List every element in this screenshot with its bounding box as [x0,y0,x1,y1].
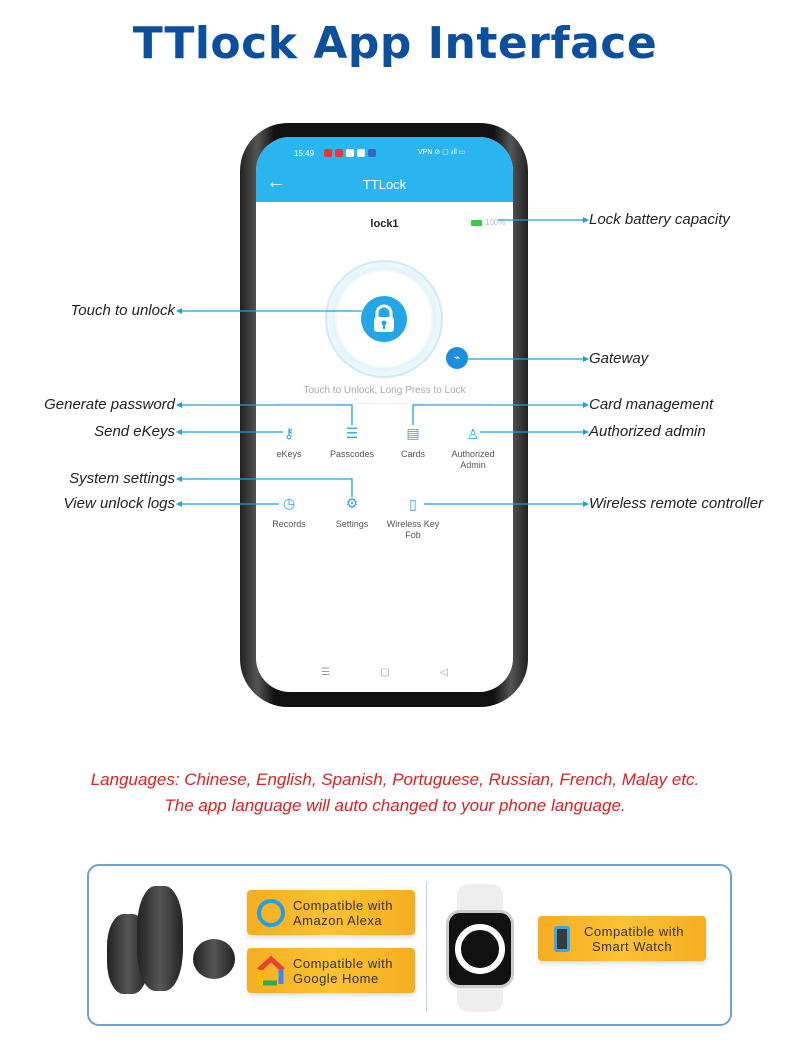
gear-icon: ⚙ [345,495,359,511]
badge-line: Smart Watch [592,938,673,954]
menu-wireless-key-fob[interactable]: ▯ Wireless Key Fob [381,495,445,541]
item-label: Settings [335,519,369,529]
menu-settings[interactable]: ⚙ Settings [320,495,384,529]
google-home-icon [257,955,285,986]
passcode-list-icon: ☰ [345,425,359,441]
label-ekeys: Send eKeys [94,423,175,440]
lock-name: lock1 [370,218,399,230]
history-icon: ◷ [282,495,296,511]
badge-line: Compatible with [584,923,684,939]
label-settings: System settings [69,470,175,487]
label-battery: Lock battery capacity [589,211,730,228]
label-unlock: Touch to unlock [70,302,175,319]
line-card [412,404,584,425]
android-nav-bar: ☰ ▢ ◁ [256,667,513,678]
status-right: VPN ⊘ ▢ ᵢıll ▭ [418,149,466,156]
menu-cards[interactable]: ▤ Cards [381,425,445,459]
key-icon: ⚷ [283,425,295,441]
alexa-icon [257,898,285,927]
callout-lines [176,217,589,507]
badge-line: Compatible with [293,897,393,913]
label-admin: Authorized admin [589,423,706,440]
menu-passcodes[interactable]: ☰ Passcodes [320,425,384,459]
padlock-icon[interactable] [361,296,407,342]
unlock-ring[interactable] [325,260,443,378]
unlock-hint: Touch to Unlock, Long Press to Lock [303,385,466,396]
menu-authorized-admin[interactable]: ♙ Authorized Admin [441,425,505,471]
app-header: 15:49 VPN ⊘ ▢ ᵢıll ▭ ← TTLock [256,137,513,202]
smartwatch-image [446,910,514,988]
label-remote: Wireless remote controller [589,495,764,512]
card-icon: ▤ [406,425,420,441]
phone-screen: 15:49 VPN ⊘ ▢ ᵢıll ▭ ← TTLock lock1 100%… [256,137,513,692]
item-label: Records [272,519,306,529]
item-label: Authorized Admin [451,449,495,470]
label-logs: View unlock logs [63,495,175,512]
app-title: TTLock [362,177,407,192]
menu-icon[interactable]: ☰ [321,667,331,678]
menu-ekeys[interactable]: ⚷ eKeys [257,425,321,459]
home-icon[interactable]: ▢ [380,667,390,678]
admin-user-icon: ♙ [466,426,480,442]
page-title: TTlock App Interface [132,18,658,69]
speaker-image [193,939,235,979]
label-card: Card management [589,396,714,413]
smartwatch-icon [554,925,570,952]
languages-note: Languages: Chinese, English, Spanish, Po… [0,767,790,819]
battery-percent: 100% [485,218,506,227]
notification-icons [324,149,376,157]
languages-line-2: The app language will auto changed to yo… [164,796,626,815]
back-icon[interactable]: ◁ [440,667,448,678]
back-arrow-icon[interactable]: ← [266,171,286,193]
label-gateway: Gateway [589,350,649,367]
menu-records[interactable]: ◷ Records [257,495,321,529]
item-label: Cards [400,449,425,459]
status-time: 15:49 [294,149,315,158]
label-password: Generate password [44,396,175,413]
item-label: Wireless Key Fob [386,519,440,540]
badge-line: Compatible with [293,955,393,971]
divider [426,882,427,1012]
battery-icon [471,220,482,226]
item-label: Passcodes [329,449,375,459]
languages-line-1: Languages: Chinese, English, Spanish, Po… [90,770,700,789]
badge-line: Amazon Alexa [293,912,383,928]
line-settings [180,478,353,497]
line-password [180,404,353,425]
key-fob-icon: ▯ [409,496,417,512]
speaker-image [137,886,183,991]
gateway-icon[interactable]: ⌁ [446,347,468,369]
item-label: eKeys [276,449,302,459]
badge-line: Google Home [293,970,379,986]
divider [276,403,493,404]
